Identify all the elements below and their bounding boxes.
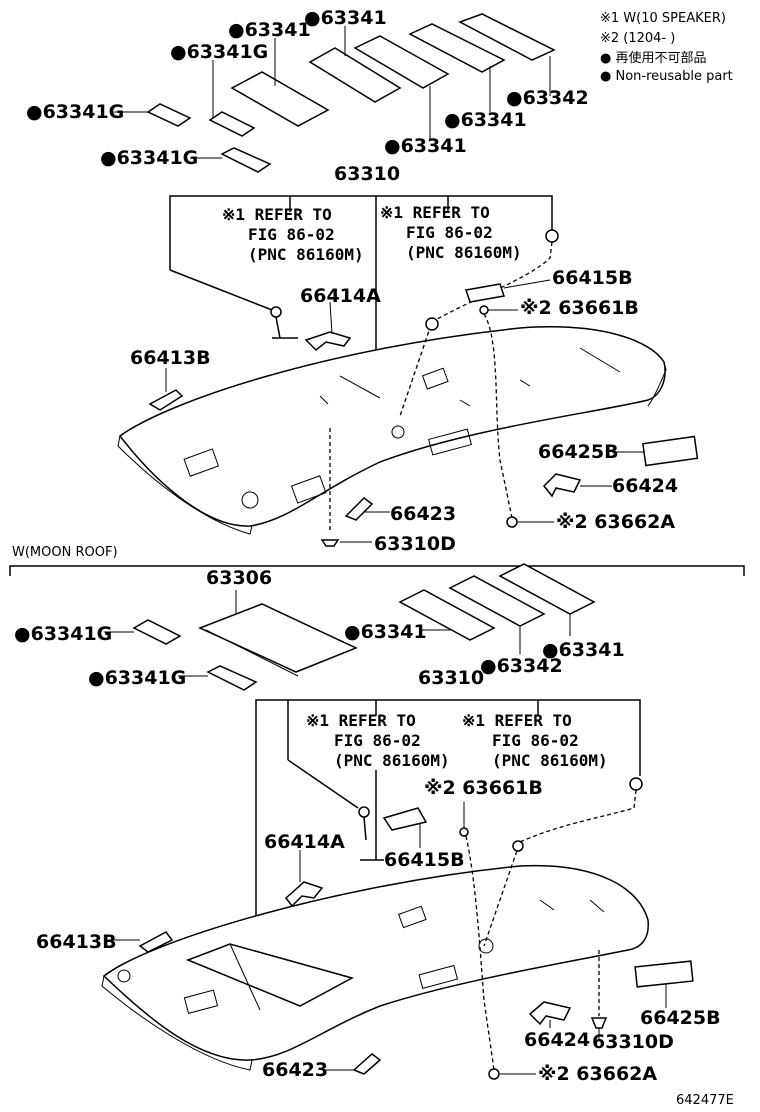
legend-line-4: ● Non-reusable part	[600, 69, 733, 84]
bracket-66415b-top	[465, 283, 505, 303]
legend: ※1 W(10 SPEAKER) ※2 (1204- ) ● 再使用不可部品 ●…	[600, 11, 733, 84]
label-66425b-bottom: 66425B	[640, 1007, 721, 1029]
bracket-66414a-top	[304, 331, 352, 352]
label-66423-bottom: 66423	[262, 1059, 328, 1081]
bracket-66424-top	[542, 473, 582, 498]
legend-line-1: ※1 W(10 SPEAKER)	[600, 11, 726, 26]
label-63341-top-a: ●63341	[228, 19, 311, 41]
label-66414a-top: 66414A	[300, 285, 381, 307]
figure-id: 642477E	[676, 1093, 734, 1108]
clip-bottom-left	[358, 806, 370, 818]
headliner-bottom	[101, 864, 649, 1071]
sunshade-63306	[198, 603, 358, 673]
label-63341-top-c: ●63341	[444, 109, 527, 131]
pad-63341g-bottom-a	[132, 619, 182, 645]
headliner-top	[117, 326, 667, 535]
legend-line-3: ● 再使用不可部品	[600, 50, 706, 66]
label-63342-bottom: ●63342	[480, 655, 563, 677]
clip-bottom-right	[629, 777, 643, 791]
label-63341g-top-a: ●63341G	[170, 41, 268, 63]
section-label-moon-roof: W(MOON ROOF)	[12, 545, 118, 560]
bracket-66415b-bottom	[382, 807, 428, 831]
pad-63341-bottom-a	[398, 589, 496, 641]
label-66415b-top: 66415B	[552, 267, 633, 289]
refer-bottom-2-line-1: ※1 REFER TO	[462, 711, 572, 730]
clip-63310d-bottom	[590, 1017, 608, 1029]
pad-63341-bottom-b	[498, 563, 596, 615]
refer-bottom-1-line-3: (PNC 86160M)	[334, 751, 450, 770]
label-63310-bottom: 63310	[418, 667, 484, 689]
label-63341g-bottom-a: ●63341G	[14, 623, 112, 645]
section-bracket	[9, 565, 745, 576]
bracket-66413b-top	[148, 389, 184, 411]
pad-63341-b	[353, 35, 450, 89]
label-66414a-bottom: 66414A	[264, 831, 345, 853]
refer-top-1-line-2: FIG 86-02	[248, 225, 335, 244]
refer-bottom-1-line-1: ※1 REFER TO	[306, 711, 416, 730]
label-66423-top: 66423	[390, 503, 456, 525]
refer-top-2-line-2: FIG 86-02	[406, 223, 493, 242]
pad-63342	[458, 13, 556, 61]
label-63341-top-b: ●63341	[304, 7, 387, 29]
label-66413b-top: 66413B	[130, 347, 211, 369]
label-63306: 63306	[206, 567, 272, 589]
label-63662a-top: ※2 63662A	[556, 511, 675, 533]
pad-63341-a	[308, 47, 402, 103]
label-63342-top: ●63342	[506, 87, 589, 109]
label-66415b-bottom: 66415B	[384, 849, 465, 871]
label-63661b-bottom: ※2 63661B	[424, 777, 543, 799]
clip-top-left	[270, 306, 298, 339]
clip-63310d-top	[320, 539, 340, 547]
label-66413b-bottom: 66413B	[36, 931, 117, 953]
lamp-66425b-top	[642, 435, 699, 467]
label-63341g-top-b: ●63341G	[26, 101, 124, 123]
clip-bottom-center	[512, 840, 524, 852]
refer-bottom-1-line-2: FIG 86-02	[334, 731, 421, 750]
label-63341-top-d: ●63341	[384, 135, 467, 157]
legend-line-2: ※2 (1204- )	[600, 31, 675, 46]
label-63310-top: 63310	[334, 163, 400, 185]
pad-63341g-b	[208, 111, 256, 137]
pad-63341g-a	[146, 103, 192, 127]
label-63341g-bottom-b: ●63341G	[88, 667, 186, 689]
moon-roof-opening	[185, 943, 354, 1007]
lamp-66425b-bottom	[634, 960, 694, 988]
label-63341g-top-c: ●63341G	[100, 147, 198, 169]
cap-63662a-bottom	[488, 1068, 500, 1080]
label-63341-bottom-a: ●63341	[344, 621, 427, 643]
refer-top-1-line-3: (PNC 86160M)	[248, 245, 364, 264]
label-63661b-top: ※2 63661B	[520, 297, 639, 319]
pad-63341g-c	[220, 147, 272, 173]
bracket-66424-bottom	[528, 1001, 572, 1026]
label-63310d-bottom: 63310D	[592, 1031, 674, 1053]
bracket-66423-bottom	[352, 1053, 382, 1075]
pad-63341-c	[408, 23, 506, 73]
refer-top-1-line-1: ※1 REFER TO	[222, 205, 332, 224]
refer-top-2-line-3: (PNC 86160M)	[406, 243, 522, 262]
bracket-66423-top	[344, 497, 374, 521]
label-66424-top: 66424	[612, 475, 678, 497]
clip-top-center	[425, 317, 439, 331]
pad-63341g-bottom-b	[206, 665, 258, 691]
top-pads	[114, 13, 556, 173]
pad-63342-bottom	[448, 575, 546, 627]
bracket-66413b-bottom	[138, 931, 174, 953]
bracket-66414a-bottom	[284, 881, 324, 908]
cap-63661b-top	[479, 305, 489, 315]
clip-top-right	[545, 229, 559, 243]
refer-bottom-2-line-3: (PNC 86160M)	[492, 751, 608, 770]
refer-top-2-line-1: ※1 REFER TO	[380, 203, 490, 222]
refer-bottom-2-line-2: FIG 86-02	[492, 731, 579, 750]
label-63662a-bottom: ※2 63662A	[538, 1063, 657, 1085]
label-63341-bottom-b: ●63341	[542, 639, 625, 661]
pad-63341-left	[230, 71, 330, 127]
cap-63662a-top	[506, 516, 518, 528]
label-66424-bottom: 66424	[524, 1029, 590, 1051]
label-63310d-top: 63310D	[374, 533, 456, 555]
label-66425b-top: 66425B	[538, 441, 619, 463]
cap-63661b-bottom	[459, 827, 469, 837]
